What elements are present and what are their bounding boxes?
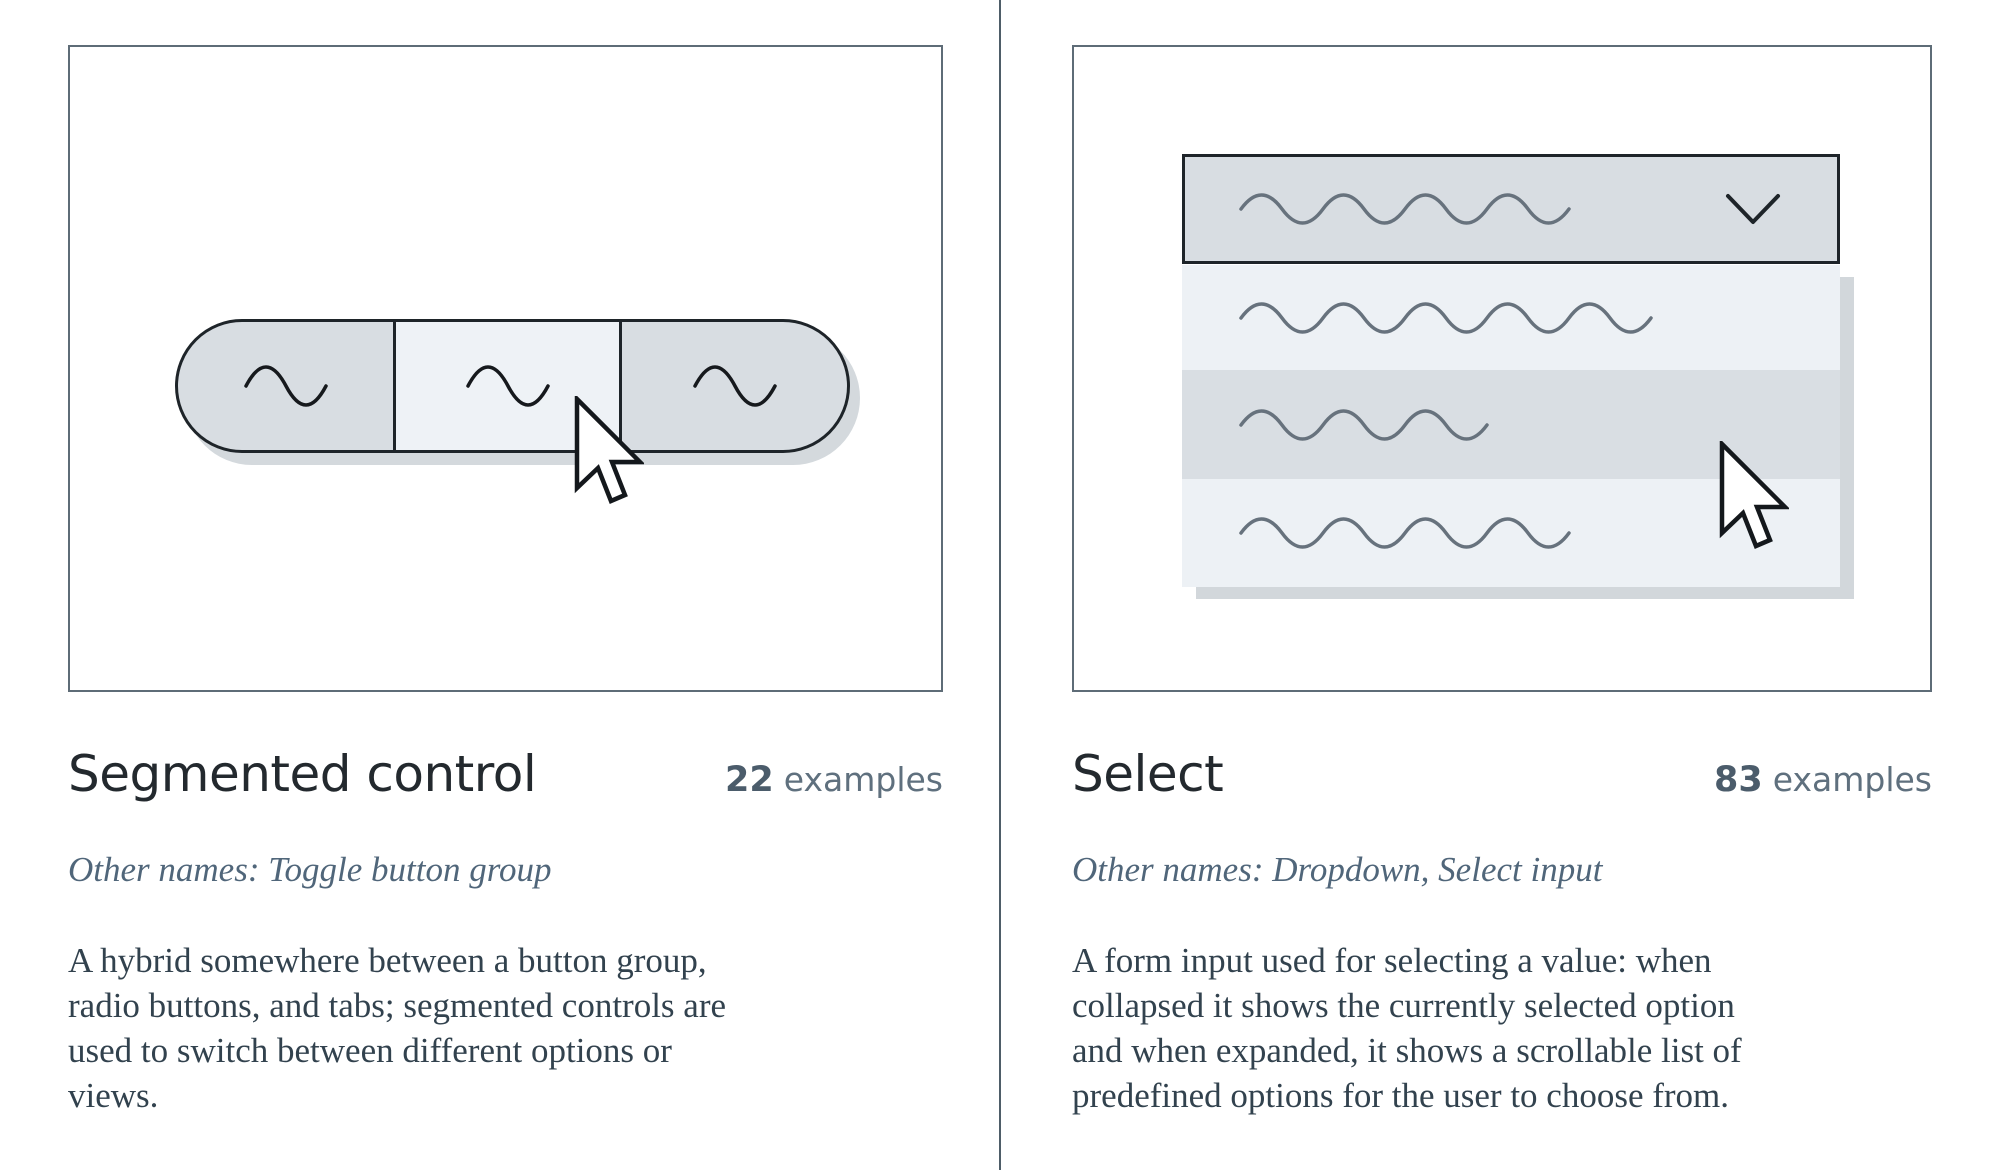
description-line: and when expanded, it shows a scrollable… <box>1072 1031 1742 1070</box>
wave-squiggle-placeholder-icon <box>1239 301 1653 334</box>
wave-squiggle-placeholder-icon <box>465 365 550 407</box>
select-closed-box <box>1182 154 1840 264</box>
wave-squiggle-placeholder-icon <box>1239 517 1571 549</box>
examples-label: examples <box>1772 760 1932 799</box>
other-names-text: Other names: Toggle button group <box>68 850 552 889</box>
wave-squiggle-placeholder-icon <box>692 365 777 407</box>
segmented-control-illustration-frame[interactable] <box>68 45 943 692</box>
segment-2-selected <box>393 322 622 450</box>
segment-3 <box>622 322 847 450</box>
cursor-arrow-icon <box>1719 441 1789 549</box>
description-line: collapsed it shows the currently selecte… <box>1072 986 1735 1025</box>
cursor-arrow-icon <box>574 396 644 504</box>
card-title[interactable]: Segmented control <box>68 745 537 803</box>
card-description: A form input used for selecting a value:… <box>1072 938 1742 1118</box>
card-title[interactable]: Select <box>1072 745 1224 803</box>
wave-squiggle-placeholder-icon <box>243 365 328 407</box>
examples-label: examples <box>783 760 943 799</box>
examples-count: 83 <box>1714 760 1763 800</box>
description-line: predefined options for the user to choos… <box>1072 1076 1730 1115</box>
wave-squiggle-placeholder-icon <box>1239 193 1571 225</box>
select-illustration-frame[interactable] <box>1072 45 1932 692</box>
description-line: used to switch between different options… <box>68 1031 672 1070</box>
card-description: A hybrid somewhere between a button grou… <box>68 938 726 1118</box>
segment-1 <box>178 322 393 450</box>
description-line: A form input used for selecting a value:… <box>1072 941 1712 980</box>
examples-count: 22 <box>725 760 774 800</box>
column-divider <box>999 0 1001 1170</box>
description-line: A hybrid somewhere between a button grou… <box>68 941 707 980</box>
segmented-control-graphic <box>175 319 850 453</box>
description-line: views. <box>68 1076 159 1115</box>
description-line: radio buttons, and tabs; segmented contr… <box>68 986 727 1025</box>
select-option-row-1 <box>1182 265 1840 370</box>
chevron-down-icon <box>1726 194 1780 224</box>
other-names-text: Other names: Dropdown, Select input <box>1072 850 1603 889</box>
wave-squiggle-placeholder-icon <box>1239 408 1489 441</box>
select-dropdown-list <box>1182 265 1840 587</box>
